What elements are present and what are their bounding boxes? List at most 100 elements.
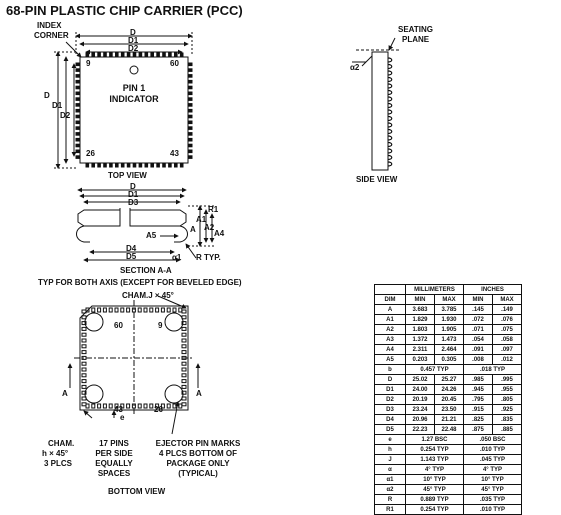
pin	[387, 57, 393, 63]
table-cell: α	[374, 464, 406, 475]
pin	[187, 137, 193, 142]
table-cell: D2	[374, 394, 406, 405]
pin	[75, 155, 81, 159]
pin	[187, 120, 193, 125]
pin	[387, 109, 393, 115]
col-header: MIN	[463, 294, 493, 305]
table-cell: 25.02	[405, 374, 435, 385]
seating-plane-label-2: PLANE	[402, 35, 430, 44]
pin	[81, 379, 87, 384]
pin	[120, 162, 125, 168]
side-view-caption: SIDE VIEW	[356, 175, 398, 184]
table-cell: .012	[492, 354, 522, 365]
pin	[126, 403, 131, 409]
table-cell: 2.311	[405, 344, 435, 355]
pin	[387, 83, 393, 89]
package-drawing	[54, 32, 400, 435]
pin	[187, 74, 193, 78]
side-view-body	[371, 51, 389, 171]
table-cell: A2	[374, 324, 406, 335]
col-header: MAX	[434, 294, 464, 305]
table-cell: R1	[374, 504, 406, 515]
bottom-view-caption: BOTTOM VIEW	[108, 487, 166, 496]
pin	[172, 403, 177, 409]
pin	[75, 114, 81, 119]
table-cell: .835	[492, 414, 522, 425]
pin	[181, 309, 187, 314]
pin	[75, 97, 81, 101]
col-header: DIM	[374, 294, 406, 305]
pin	[81, 373, 87, 378]
pin	[75, 79, 81, 84]
table-cell: .145	[463, 304, 493, 315]
pin	[181, 384, 187, 389]
pin	[187, 149, 193, 154]
pin	[187, 79, 193, 84]
pin	[181, 338, 187, 343]
pin	[168, 52, 172, 58]
pin	[187, 103, 193, 107]
bottom-pin-number: 26	[154, 405, 163, 414]
table-cell: α2	[374, 484, 406, 495]
sec-dim-d4: D4	[126, 244, 137, 253]
pin	[187, 143, 193, 148]
pin	[187, 114, 193, 119]
pin	[179, 52, 184, 58]
pin	[75, 132, 81, 136]
pin	[109, 162, 113, 168]
pin	[149, 307, 154, 313]
section-lead-right	[174, 225, 188, 243]
table-cell: 1.905	[434, 324, 464, 335]
pin	[115, 52, 119, 58]
pin	[103, 162, 107, 168]
table-cell: 22.23	[405, 424, 435, 435]
pin	[75, 74, 81, 78]
pin	[387, 154, 393, 161]
table-cell: 1.372	[405, 334, 435, 345]
cham-h-label-3: 3 PLCS	[44, 459, 73, 468]
table-cell: .925	[492, 404, 522, 415]
sec-dim-a4: A4	[214, 229, 225, 238]
pin	[75, 149, 81, 154]
pin	[81, 338, 87, 343]
pin	[387, 70, 393, 76]
pin	[172, 307, 177, 313]
pin	[75, 143, 81, 148]
pin	[75, 91, 81, 96]
pin	[187, 108, 193, 113]
table-cell: 23.24	[405, 404, 435, 415]
bottom-pin-number: 9	[158, 321, 163, 330]
dim-d2-top: D2	[128, 44, 139, 53]
table-cell: J	[374, 454, 406, 465]
table-cell: 0.203	[405, 354, 435, 365]
table-cell: 24.26	[434, 384, 464, 395]
dim-d1-top: D1	[128, 36, 139, 45]
pin	[387, 148, 393, 154]
pin	[109, 52, 113, 58]
table-cell: 1.143 TYP	[405, 454, 464, 465]
top-pin-number: 26	[86, 149, 95, 158]
table-cell: b	[374, 364, 406, 375]
table-cell: .915	[463, 404, 493, 415]
pins-note-2: PER SIDE	[95, 449, 133, 458]
table-cell: 0.457 TYP	[405, 364, 464, 375]
sec-dim-d: D	[130, 182, 136, 191]
pin	[126, 162, 131, 168]
section-body-left	[77, 209, 121, 227]
table-cell: .050 BSC	[463, 434, 522, 445]
table-cell: D1	[374, 384, 406, 395]
pin	[181, 344, 187, 349]
pin	[81, 350, 87, 355]
table-cell: R	[374, 494, 406, 505]
pin	[160, 307, 165, 313]
